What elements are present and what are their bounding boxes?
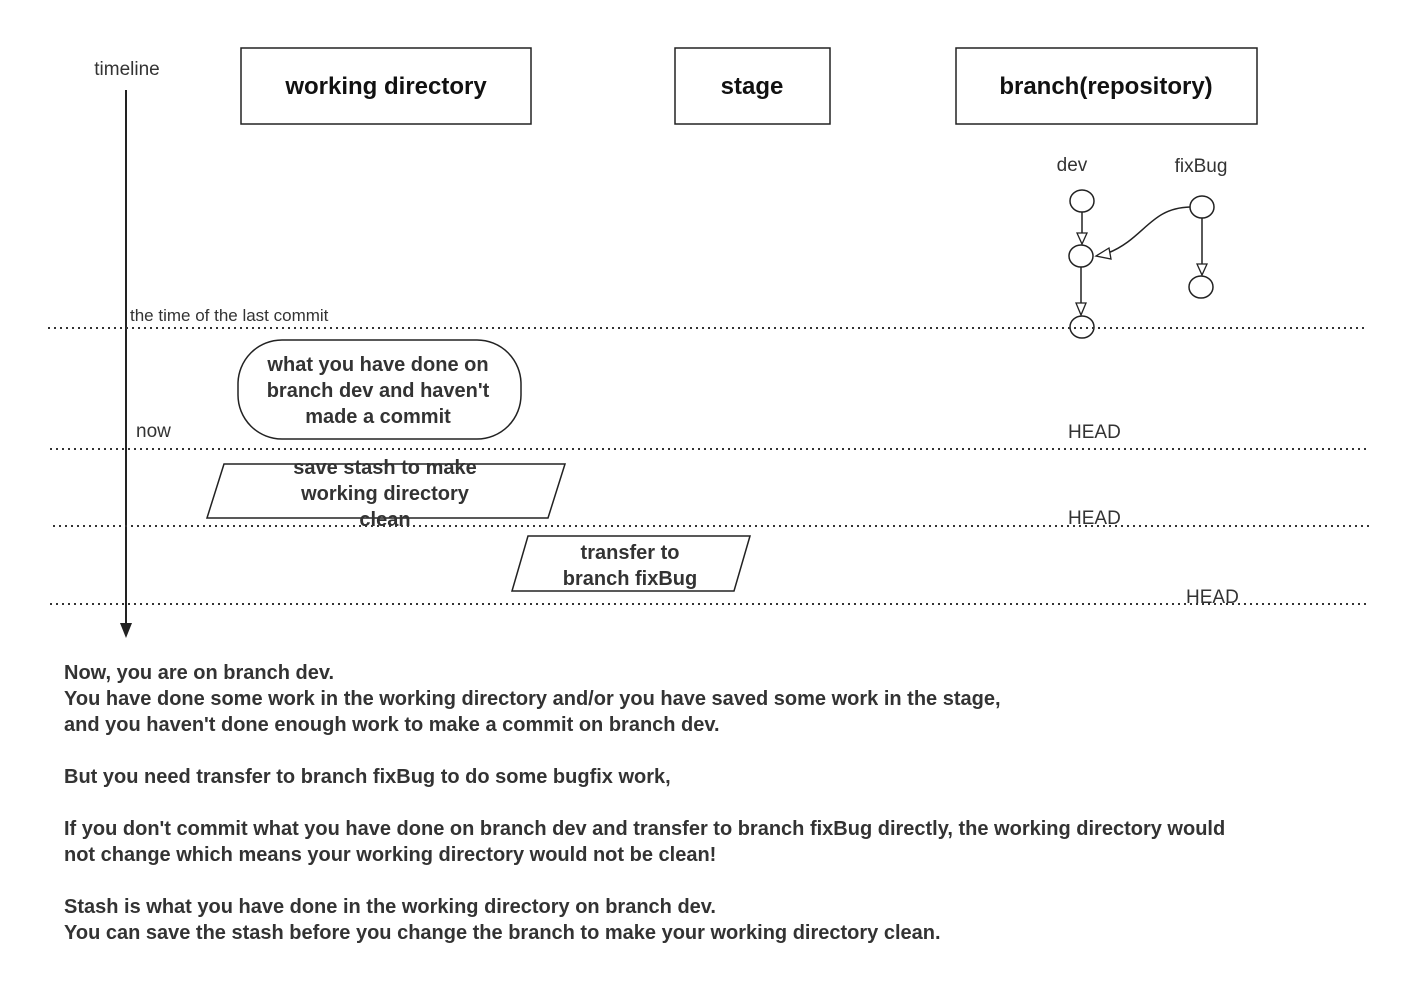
edge-arrowhead (1075, 302, 1087, 317)
notes-line: Now, you are on branch dev. (64, 662, 335, 684)
shape-line: clean (359, 509, 410, 531)
last-commit-label: the time of the last commit (130, 306, 329, 325)
edge-arrowhead (1075, 232, 1089, 246)
uncommitted-work-box: what you have done on branch dev and hav… (237, 339, 522, 440)
shape-line: working directory (300, 483, 470, 505)
notes-line: and you haven't done enough work to make… (64, 714, 720, 736)
stash-diagram: timeline working directory stage branch(… (48, 47, 1370, 638)
column-stage: stage (674, 47, 831, 125)
edge-arrowhead (1094, 246, 1112, 260)
column-title: stage (721, 73, 784, 100)
commit-node (1069, 189, 1095, 213)
timeline-label: timeline (94, 59, 159, 80)
transfer-step: transfer to branch fixBug (511, 535, 751, 592)
edge-arrowhead (1195, 263, 1209, 277)
shape-line: branch fixBug (563, 568, 697, 590)
notes-line: You have done some work in the working d… (64, 688, 1001, 710)
branch-edge (1107, 206, 1191, 254)
notes-paragraph: But you need transfer to branch fixBug t… (64, 764, 1404, 790)
column-branch: branch(repository) (955, 47, 1258, 125)
notes-line: You can save the stash before you change… (64, 922, 941, 944)
notes-paragraph: Stash is what you have done in the worki… (64, 894, 1404, 946)
notes-paragraph: If you don't commit what you have done o… (64, 816, 1404, 868)
head-label: HEAD (1068, 422, 1121, 443)
head-label: HEAD (1186, 587, 1239, 608)
notes-line: But you need transfer to branch fixBug t… (64, 766, 671, 788)
explanation-notes: Now, you are on branch dev. You have don… (64, 660, 1404, 972)
now-label: now (136, 421, 171, 442)
notes-line: Stash is what you have done in the worki… (64, 896, 716, 918)
commit-node (1068, 244, 1094, 268)
notes-paragraph: Now, you are on branch dev. You have don… (64, 660, 1404, 738)
column-title: working directory (284, 73, 487, 100)
shape-line: branch dev and haven't (267, 380, 490, 402)
shape-line: what you have done on (266, 354, 488, 376)
branch-label-dev: dev (1057, 155, 1088, 176)
notes-line: not change which means your working dire… (64, 844, 717, 866)
column-working-directory: working directory (240, 47, 532, 125)
timeline-arrowhead (120, 623, 132, 638)
shape-line: made a commit (305, 406, 451, 428)
save-stash-step: save stash to make working directory cle… (205, 457, 567, 531)
column-title: branch(repository) (999, 73, 1212, 100)
commit-node (1188, 275, 1214, 299)
commit-node (1189, 195, 1215, 219)
shape-line: transfer to (581, 542, 680, 564)
branch-label-fixbug: fixBug (1175, 156, 1228, 177)
notes-line: If you don't commit what you have done o… (64, 818, 1226, 840)
shape-line: save stash to make (293, 457, 476, 479)
head-label: HEAD (1068, 508, 1121, 529)
